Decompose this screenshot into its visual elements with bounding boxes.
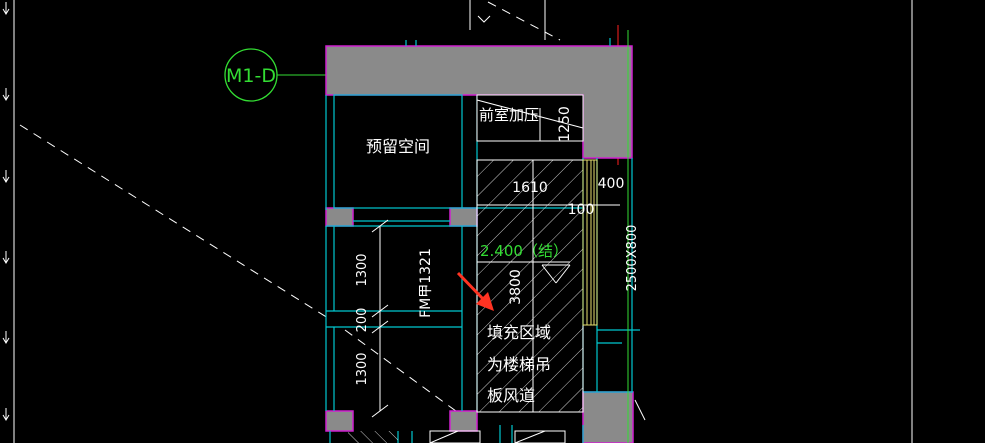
axis-bubble-label: M1-D bbox=[226, 65, 276, 87]
dim-1610: 1610 bbox=[512, 180, 548, 196]
dim-3800: 3800 bbox=[508, 269, 524, 305]
dim-1250: 1250 bbox=[557, 106, 573, 142]
bottom-fragments bbox=[429, 399, 646, 443]
label-reserved-space: 预留空间 bbox=[366, 137, 430, 156]
door-tag[interactable]: FM甲1321 bbox=[418, 248, 434, 318]
red-arrow-annotation bbox=[456, 271, 494, 311]
drawing-frame bbox=[13, 0, 913, 443]
dim-1300-top: 1300 bbox=[355, 253, 370, 286]
note-line-3: 板风道 bbox=[487, 386, 535, 405]
column-stubs bbox=[325, 207, 634, 443]
dim-100: 100 bbox=[568, 202, 595, 218]
fill-area-note: 填充区域 为楼梯吊 板风道 bbox=[487, 323, 551, 405]
label-front-room-pressurization: 前室加压 bbox=[479, 106, 539, 124]
pressurization-box[interactable]: 前室加压 1250 bbox=[476, 94, 584, 142]
dim-1300-bottom: 1300 bbox=[355, 352, 370, 385]
elevation-label: 2.400（结） bbox=[480, 242, 568, 260]
dim-400: 400 bbox=[598, 176, 625, 192]
shaft-hatch bbox=[348, 159, 598, 443]
dimension-lines bbox=[371, 160, 620, 418]
left-border-ticks bbox=[2, 2, 491, 421]
dashed-diagonals bbox=[19, 1, 561, 426]
note-line-2: 为楼梯吊 bbox=[487, 355, 551, 374]
dim-200: 200 bbox=[355, 308, 370, 333]
note-line-1: 填充区域 bbox=[487, 323, 551, 342]
dim-2500x800: 2500X800 bbox=[625, 225, 640, 292]
